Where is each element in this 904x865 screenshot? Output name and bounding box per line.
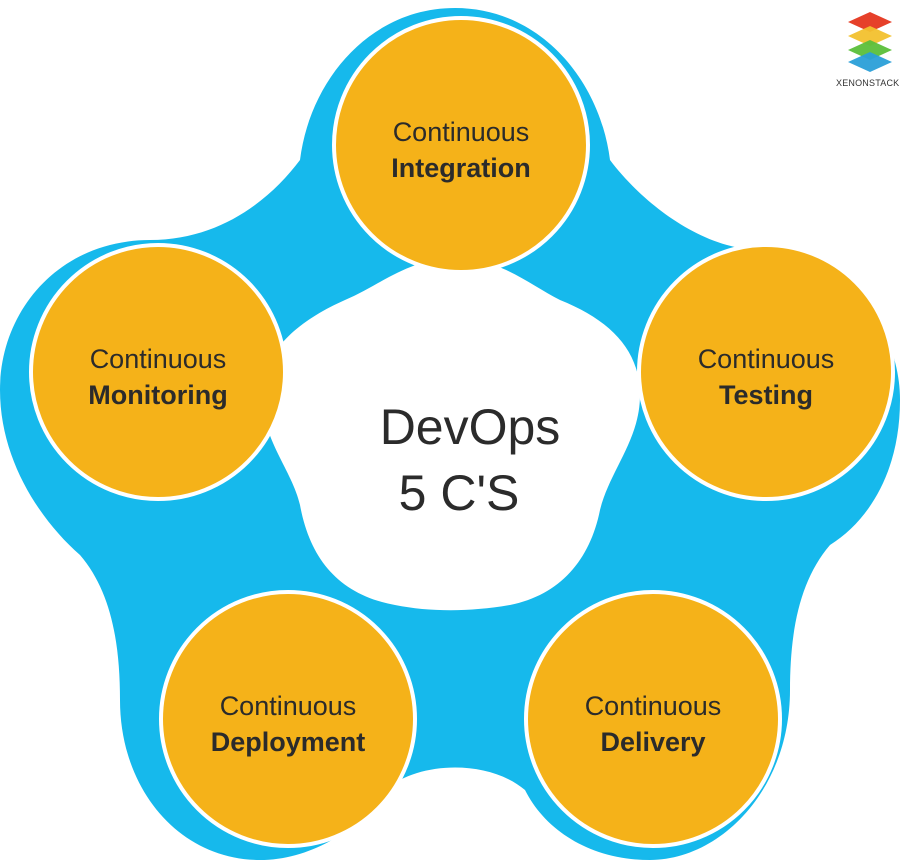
center-title-line2: 5 C'S	[399, 465, 520, 521]
node-label-line2: Monitoring	[88, 380, 227, 410]
center-title-line1: DevOps	[380, 399, 561, 455]
node-label-line1: Continuous	[393, 117, 530, 147]
node-label-line2: Deployment	[211, 727, 366, 757]
node-label-line2: Testing	[719, 380, 813, 410]
node-label-line1: Continuous	[220, 691, 357, 721]
node-circle	[637, 243, 895, 501]
logo-text: XENONSTACK	[836, 78, 900, 88]
node-label-line1: Continuous	[698, 344, 835, 374]
nodes-layer: ContinuousIntegrationContinuousTestingCo…	[29, 16, 895, 848]
node-label-line2: Integration	[391, 153, 531, 183]
xenonstack-logo: XENONSTACK	[836, 8, 904, 98]
node-circle	[29, 243, 287, 501]
node-label-line2: Delivery	[600, 727, 705, 757]
node-circle	[524, 590, 782, 848]
center-blob	[262, 258, 640, 611]
node-circle	[159, 590, 417, 848]
node-label-line1: Continuous	[90, 344, 227, 374]
node-circle	[332, 16, 590, 274]
node-label-line1: Continuous	[585, 691, 722, 721]
logo-stack-icon	[848, 12, 892, 72]
